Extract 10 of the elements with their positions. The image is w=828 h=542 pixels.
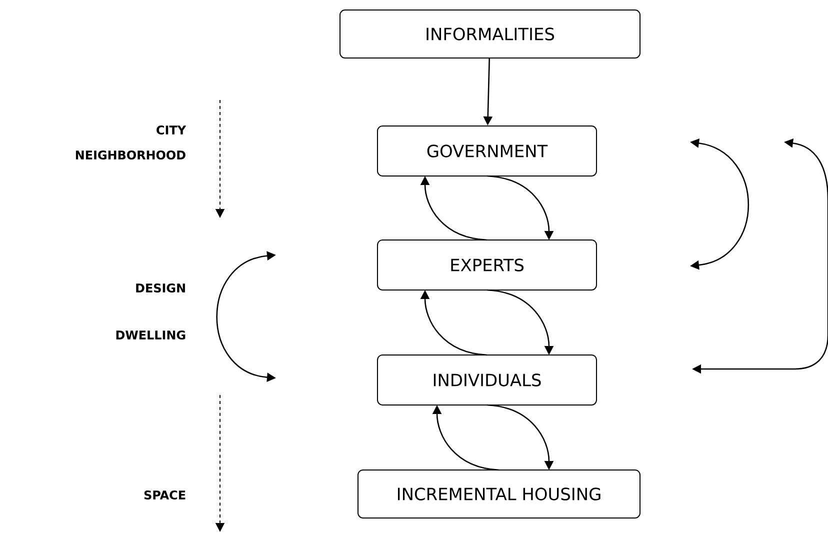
process-box: INCREMENTAL HOUSING xyxy=(358,470,640,518)
level-label: DWELLING xyxy=(116,330,186,340)
level-label: SPACE xyxy=(144,490,186,500)
process-box: INFORMALITIES xyxy=(340,10,640,58)
process-box: EXPERTS xyxy=(377,240,597,290)
level-label: NEIGHBORHOOD xyxy=(76,150,186,160)
level-label: DESIGN xyxy=(136,283,185,293)
level-label: CITY xyxy=(156,125,186,135)
process-box: INDIVIDUALS xyxy=(377,354,597,406)
process-box: GOVERNMENT xyxy=(377,126,597,176)
